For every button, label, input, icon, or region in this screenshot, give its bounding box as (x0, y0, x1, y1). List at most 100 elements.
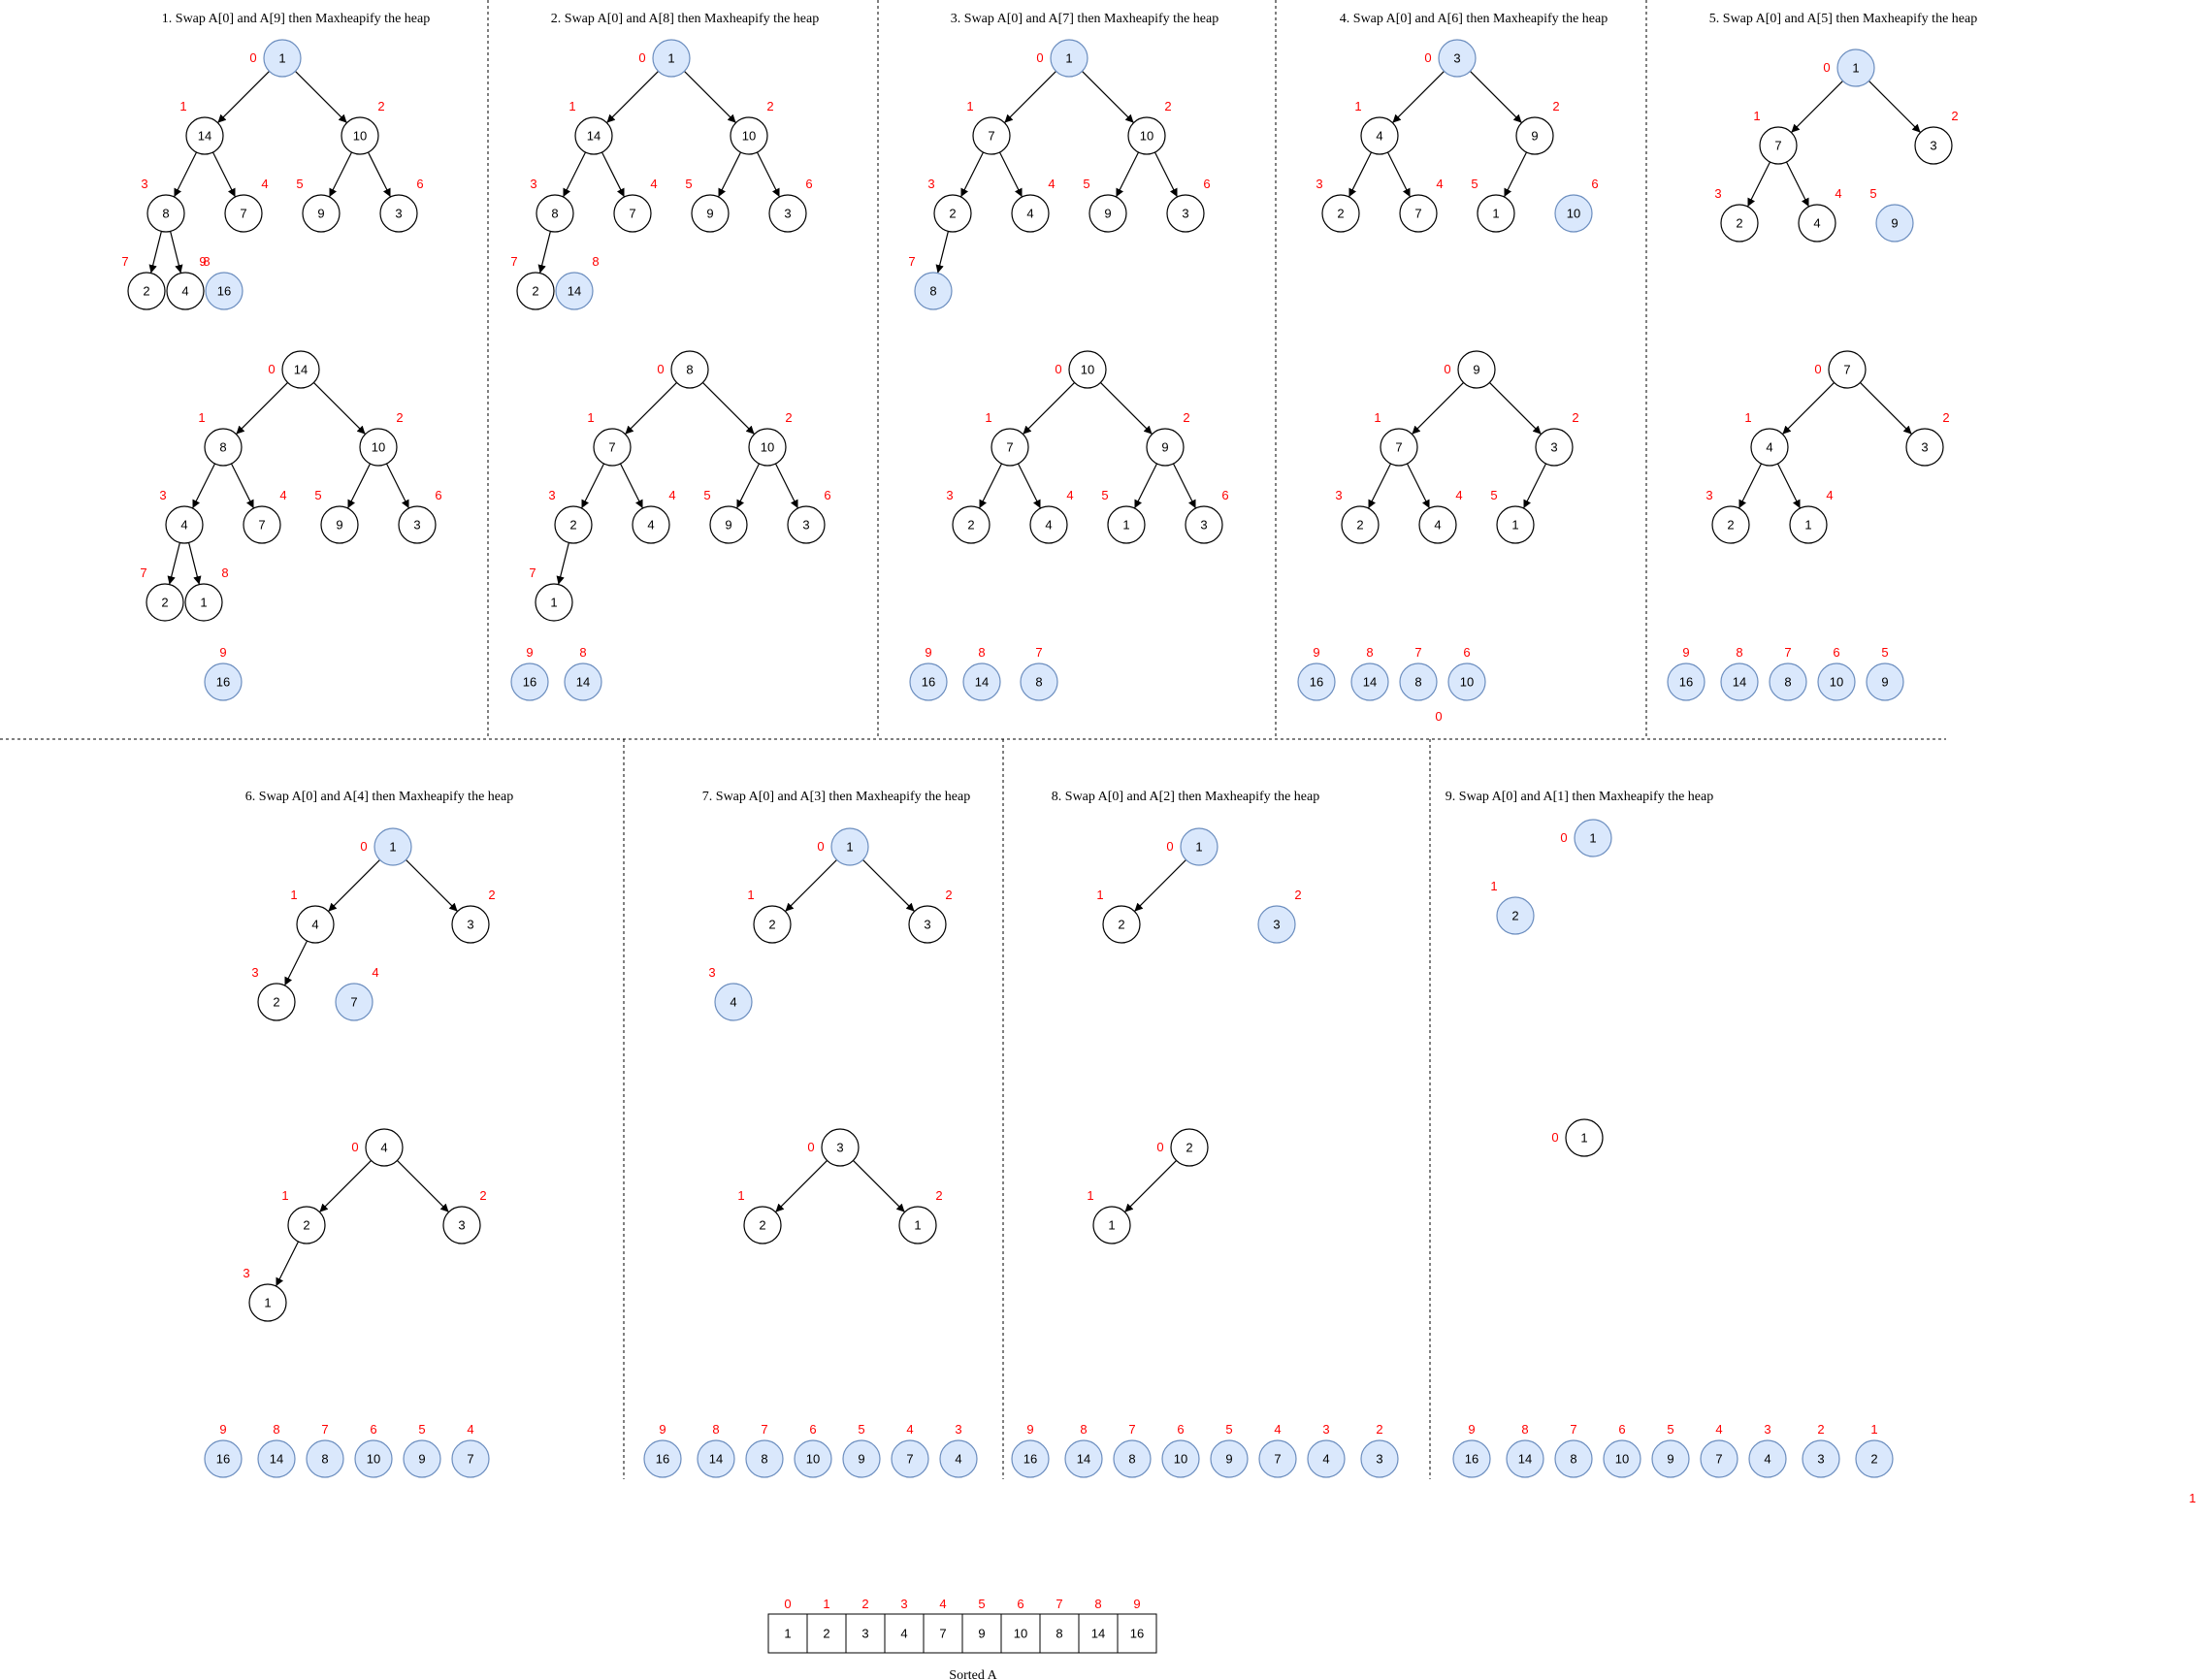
after-tree-node (709, 505, 748, 544)
after-tree-node (898, 1206, 937, 1244)
array-cell-index: 1 (823, 1597, 829, 1611)
before-tree-node (972, 116, 1011, 155)
after-tree-node-value: 1 (1511, 518, 1518, 533)
sorted-node-value: 8 (1128, 1452, 1135, 1467)
step-panel-3: 3. Swap A[0] and A[7] then Maxheapify th… (908, 12, 1229, 701)
before-tree-node (185, 116, 224, 155)
before-tree-edge (562, 151, 587, 198)
before-tree-node-value: 1 (846, 840, 853, 855)
before-tree-node-index: 2 (377, 99, 384, 113)
array-cell (1078, 1613, 1119, 1654)
step-panel-4: 4. Swap A[0] and A[6] then Maxheapify th… (1297, 12, 1608, 724)
before-tree-edge (537, 231, 551, 274)
after-tree-node-index: 5 (1490, 488, 1497, 502)
before-tree-node-value: 4 (181, 284, 188, 299)
after-tree-edge (346, 463, 372, 509)
array-cell-index: 9 (1133, 1597, 1140, 1611)
after-tree-edge (1782, 382, 1835, 435)
after-tree-node-value: 4 (1045, 518, 1052, 533)
sorted-node-value: 10 (1615, 1452, 1629, 1467)
after-tree-edge (556, 542, 569, 585)
after-tree-node-index: 1 (198, 410, 205, 425)
after-tree-edge (978, 463, 1003, 509)
before-tree-node-value: 7 (629, 207, 635, 221)
before-tree-edge (717, 151, 742, 198)
before-tree-node-index: 2 (1164, 99, 1171, 113)
after-tree-node (748, 428, 787, 467)
sorted-node (1554, 1439, 1593, 1478)
before-tree-edge (1134, 859, 1186, 912)
after-tree-edge (236, 382, 288, 435)
after-tree-node-index: 0 (1814, 362, 1821, 376)
before-tree-node-value: 4 (1026, 207, 1033, 221)
extra-index-label: 0 (1435, 709, 1442, 724)
before-tree-edge (1503, 151, 1528, 198)
sorted-node-value: 7 (1274, 1452, 1281, 1467)
after-tree-node (1418, 505, 1457, 544)
before-tree-edge (606, 71, 659, 123)
sorted-node (1447, 662, 1486, 701)
sorted-node-value: 8 (1414, 675, 1421, 690)
after-tree-node-index: 2 (935, 1188, 942, 1203)
sorted-node (1307, 1439, 1346, 1478)
before-tree-node-value: 8 (162, 207, 169, 221)
sorted-node (1817, 662, 1856, 701)
before-tree-node (379, 194, 418, 233)
before-tree-node-index: 7 (908, 254, 915, 269)
before-tree-node-index: 0 (1424, 50, 1431, 65)
before-tree-node-value: 10 (1140, 129, 1153, 144)
before-tree-node-value: 8 (929, 284, 936, 299)
before-tree-node-index: 5 (1869, 186, 1876, 201)
sorted-node-value: 16 (216, 1452, 230, 1467)
step-title: 9. Swap A[0] and A[1] then Maxheapify th… (1446, 790, 1713, 804)
after-tree-edge (1133, 463, 1158, 509)
sorted-node-index: 9 (526, 645, 533, 660)
before-tree-node-index: 3 (1714, 186, 1721, 201)
after-tree-node-index: 0 (1055, 362, 1061, 376)
after-tree-node-index: 1 (985, 410, 991, 425)
after-tree-node-value: 14 (294, 363, 308, 377)
before-tree-node-value: 4 (311, 918, 318, 932)
step-title: 6. Swap A[0] and A[4] then Maxheapify th… (245, 790, 513, 804)
after-tree-node-value: 4 (380, 1141, 387, 1155)
before-tree-node-index: 6 (1203, 177, 1210, 191)
after-tree-node-index: 5 (703, 488, 710, 502)
before-tree-node-index: 2 (766, 99, 773, 113)
before-tree-node-value: 8 (551, 207, 558, 221)
sorted-node (1011, 1439, 1050, 1478)
after-tree-node-value: 4 (647, 518, 654, 533)
step-title: 2. Swap A[0] and A[8] then Maxheapify th… (551, 12, 819, 26)
sorted-node-value: 4 (1322, 1452, 1329, 1467)
before-tree-node (1515, 116, 1554, 155)
steps-layer: 1. Swap A[0] and A[9] then Maxheapify th… (121, 12, 1977, 1478)
before-tree-node-index: 4 (1048, 177, 1055, 191)
after-tree-node-index: 6 (1221, 488, 1228, 502)
after-tree-edge (1860, 382, 1912, 435)
before-tree-node-value: 1 (1852, 61, 1859, 76)
before-tree-node-value: 9 (1891, 216, 1898, 231)
before-tree-node-value: 2 (273, 995, 279, 1010)
sorted-node-value: 16 (1465, 1452, 1478, 1467)
after-tree-node-value: 7 (1843, 363, 1850, 377)
sorted-node-value: 10 (806, 1452, 820, 1467)
before-tree-node-index: 5 (1471, 177, 1478, 191)
sorted-node-index: 9 (219, 1422, 226, 1437)
before-tree-node-value: 3 (1273, 918, 1280, 932)
sorted-node (1161, 1439, 1200, 1478)
after-tree-node (320, 505, 359, 544)
before-tree-node-index: 7 (510, 254, 517, 269)
sorted-node (1855, 1439, 1894, 1478)
after-tree-node-index: 2 (785, 410, 792, 425)
before-tree-node-index: 3 (927, 177, 934, 191)
before-tree-edge (1386, 151, 1412, 198)
after-tree-node-index: 1 (737, 1188, 744, 1203)
after-tree-node-index: 1 (1087, 1188, 1093, 1203)
before-tree-node-index: 6 (805, 177, 812, 191)
before-tree-node-value: 9 (317, 207, 324, 221)
before-tree-node-index: 0 (249, 50, 256, 65)
array-cell-value: 1 (784, 1627, 791, 1641)
array-cell-value: 2 (823, 1627, 829, 1641)
before-tree-edge (295, 71, 347, 123)
sorted-node (1769, 662, 1807, 701)
after-tree-node-index: 4 (279, 488, 286, 502)
